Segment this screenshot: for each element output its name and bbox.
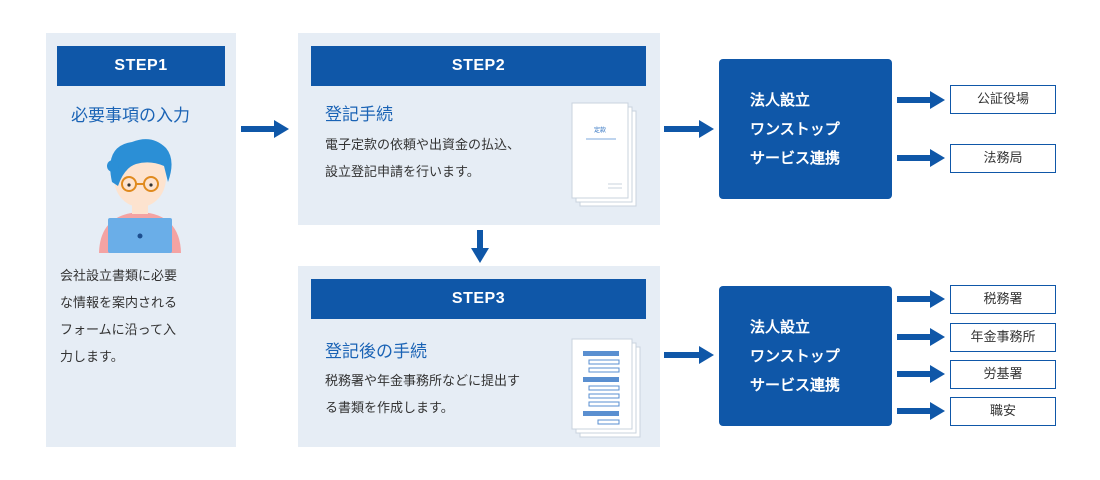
arrow-step3-to-service2 (664, 346, 714, 364)
arrow-to-employment-office (897, 402, 945, 420)
arrow-step1-to-step2 (241, 120, 289, 138)
arrow-to-pension-office (897, 328, 945, 346)
step3-description: 税務署や年金事務所などに提出す る書類を作成します。 (325, 374, 521, 416)
arrow-to-tax-office (897, 290, 945, 308)
arrow-to-labor-standards-office (897, 365, 945, 383)
step1-title: 必要事項の入力 (71, 106, 190, 126)
arrow-to-notary-office (897, 91, 945, 109)
step2-label: STEP2 (311, 46, 646, 86)
step2-description: 電子定款の依頼や出資金の払込、 設立登記申請を行います。 (325, 138, 521, 180)
destination-legal-affairs-bureau: 法務局 (950, 144, 1056, 173)
arrow-step2-to-service1 (664, 120, 714, 138)
destination-pension-office: 年金事務所 (950, 323, 1056, 352)
step3-title: 登記後の手続 (325, 342, 427, 362)
step2-title: 登記手続 (325, 105, 393, 125)
destination-notary-office: 公証役場 (950, 85, 1056, 114)
arrow-to-legal-affairs-bureau (897, 149, 945, 167)
step1-label: STEP1 (57, 46, 225, 86)
destination-labor-standards-office: 労基署 (950, 360, 1056, 389)
destination-employment-office: 職安 (950, 397, 1056, 426)
arrow-step2-to-step3 (471, 230, 489, 263)
one-stop-service-box-1: 法人設立 ワンストップ サービス連携 (719, 59, 892, 199)
one-stop-service-box-2: 法人設立 ワンストップ サービス連携 (719, 286, 892, 426)
step3-label: STEP3 (311, 279, 646, 319)
step1-description: 会社設立書類に必要 な情報を案内される フォームに沿って入 力します。 (60, 269, 178, 365)
step1-panel (46, 33, 236, 447)
destination-tax-office: 税務署 (950, 285, 1056, 314)
